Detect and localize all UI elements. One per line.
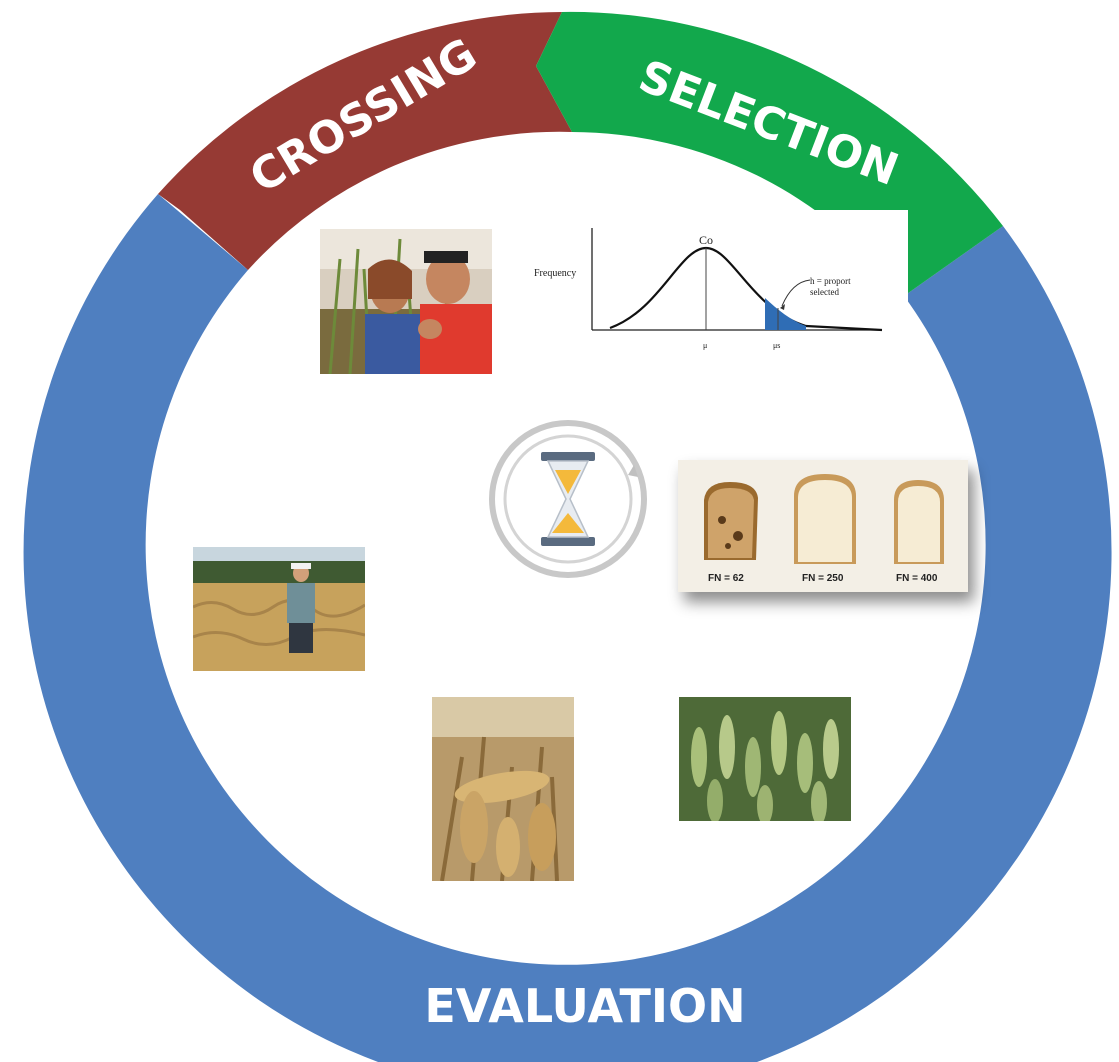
bread-fn-label-1: FN = 62 <box>708 573 744 584</box>
green-wheat-photo <box>679 697 851 821</box>
crossing-photo <box>320 229 492 374</box>
bread-fn-label-2: FN = 250 <box>802 573 844 584</box>
bread-samples-card: FN = 62 FN = 250 FN = 400 <box>678 460 968 592</box>
graph-selected-mean-label: μs <box>773 341 780 350</box>
evaluation-label: EVALUATION <box>424 979 745 1033</box>
field-photo <box>193 547 365 671</box>
graph-callout-line2: selected <box>810 287 839 297</box>
ripe-wheat-photo <box>432 697 574 881</box>
bread-loaf-1 <box>704 482 758 560</box>
bread-fn-label-3: FN = 400 <box>896 573 938 584</box>
graph-peak-label: Co <box>699 233 713 247</box>
hourglass-cycle-icon <box>489 420 647 578</box>
selection-graph: Frequency Co h = proport selected μ μs <box>510 210 908 360</box>
graph-callout-line1: h = proport <box>810 276 851 286</box>
crossing-segment <box>158 12 572 270</box>
graph-ylabel: Frequency <box>534 268 576 279</box>
evaluation-segment <box>23 194 1112 1062</box>
bread-loaf-3 <box>894 480 944 564</box>
bread-loaf-2 <box>794 474 856 564</box>
graph-mean-label: μ <box>703 341 707 350</box>
